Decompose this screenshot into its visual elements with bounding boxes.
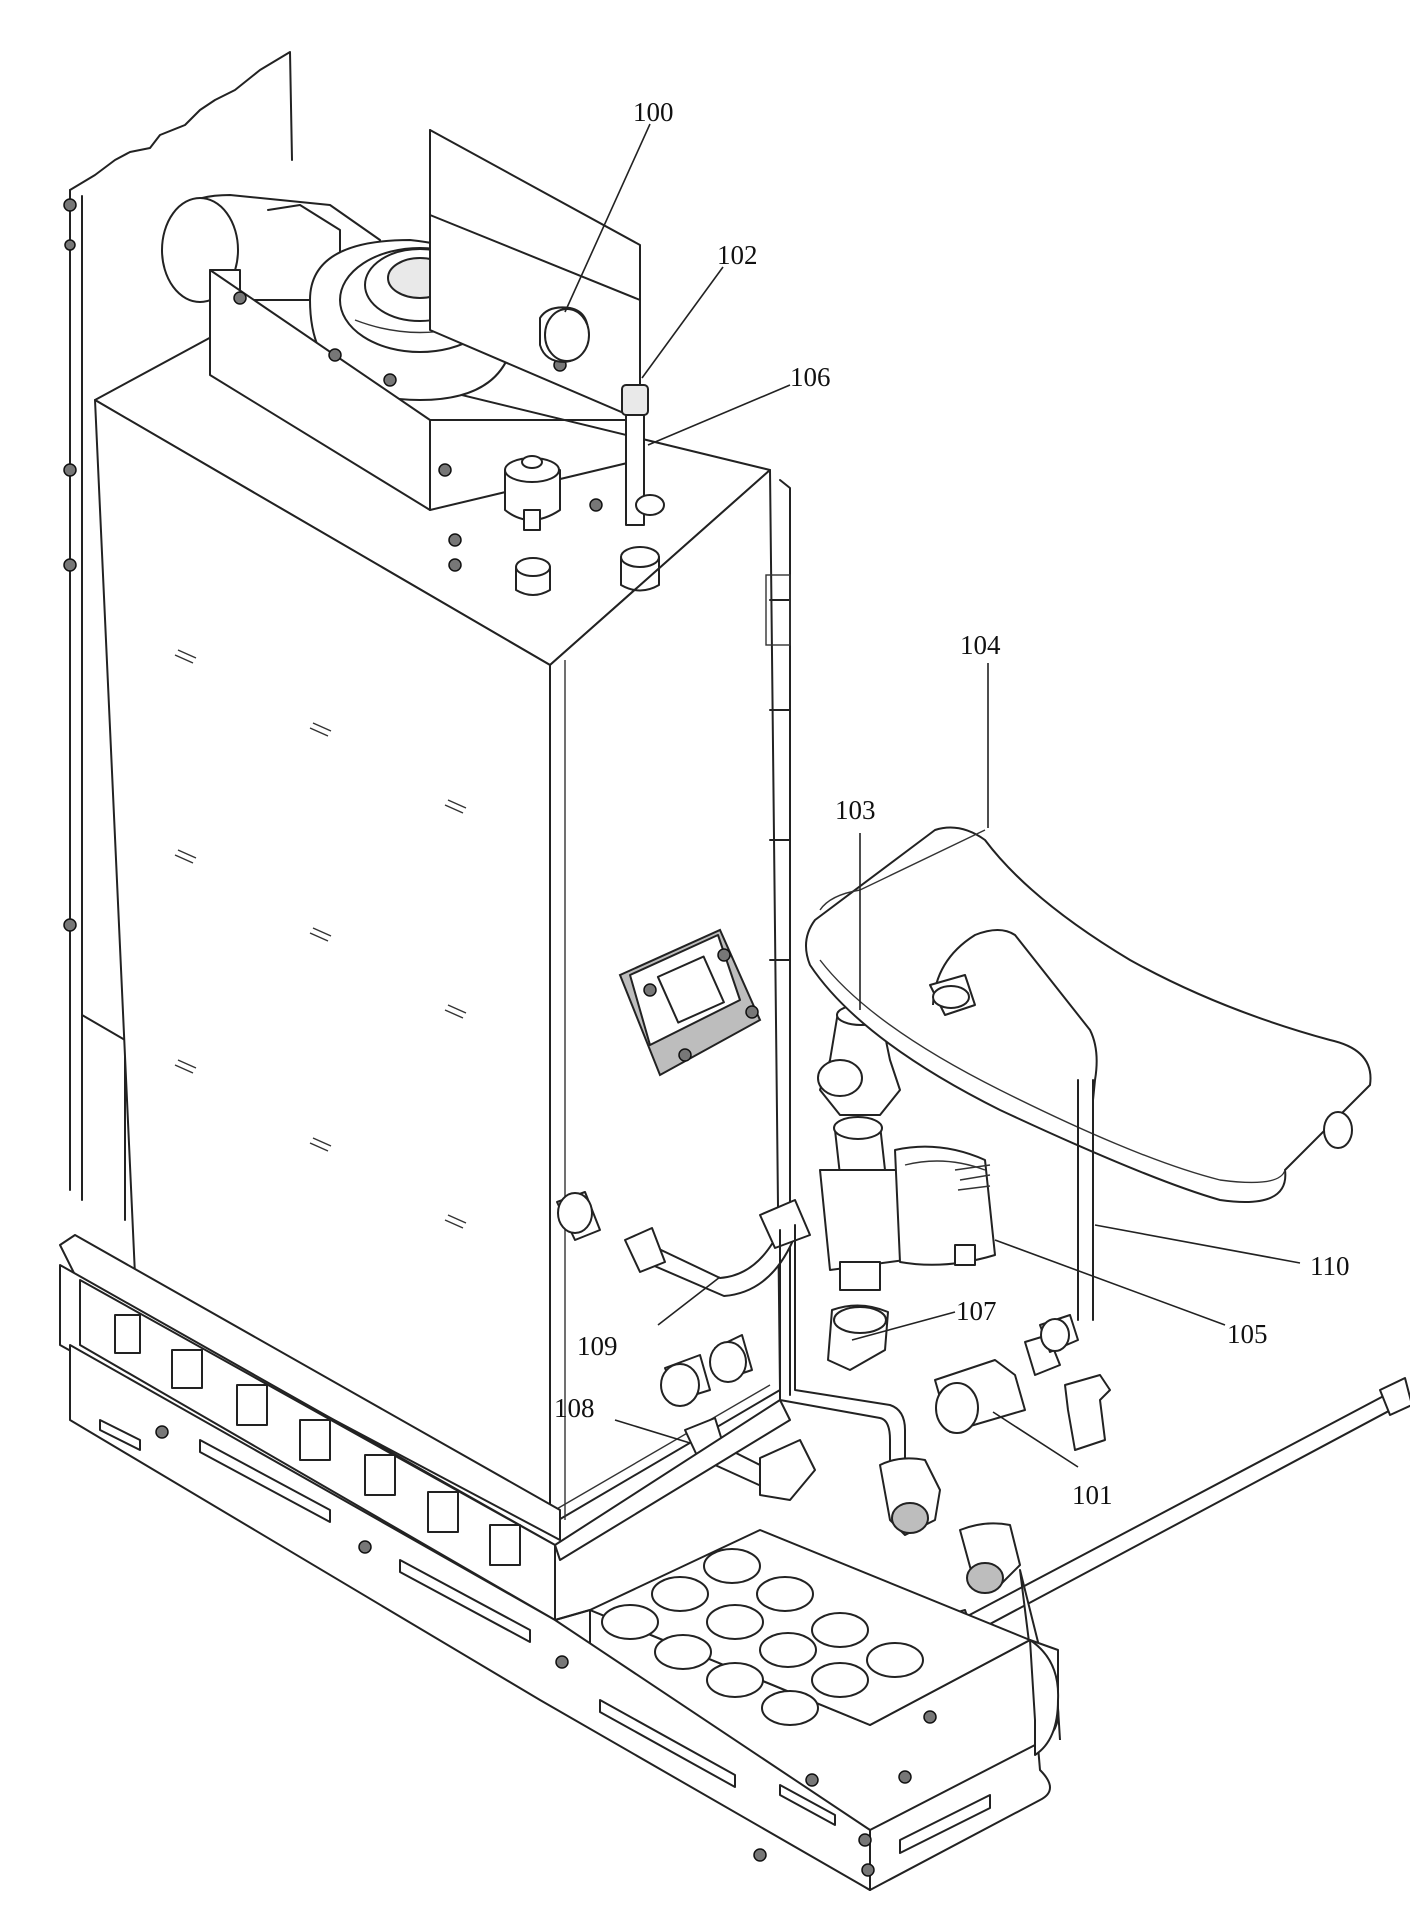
callout-103: 103 — [835, 795, 876, 825]
leader-107 — [851, 1311, 956, 1341]
callout-101: 101 — [1072, 1480, 1113, 1510]
fan-assembly — [161, 194, 641, 572]
part-106-air-vent — [504, 455, 561, 531]
callout-104: 104 — [960, 630, 1001, 660]
callout-106: 106 — [790, 362, 831, 392]
part-100-sensor — [539, 306, 590, 363]
leader-110 — [1094, 1224, 1301, 1264]
callout-105: 105 — [1227, 1319, 1268, 1349]
part-109-pipe — [624, 1199, 811, 1297]
leader-lines — [564, 123, 1301, 1468]
pipes — [779, 1079, 1410, 1641]
callout-108: 108 — [554, 1393, 595, 1423]
part-110-connectors — [1039, 1314, 1111, 1451]
part-101-union — [934, 1334, 1061, 1434]
side-rail — [765, 479, 791, 1396]
leader-100 — [564, 123, 651, 313]
base-tray — [59, 1234, 1061, 1891]
callout-102: 102 — [717, 240, 758, 270]
control-box — [618, 928, 762, 1077]
callout-100: 100 — [633, 97, 674, 127]
callout-labels: 100 101 102 103 104 105 106 107 108 109 … — [554, 97, 1350, 1510]
frame-bolts — [63, 198, 82, 1295]
callout-107: 107 — [956, 1296, 997, 1326]
callout-109: 109 — [577, 1331, 618, 1361]
part-102-probe — [621, 384, 665, 526]
leader-105 — [994, 1239, 1226, 1326]
leader-102 — [641, 266, 724, 379]
part-104-expansion-vessel — [805, 826, 1372, 1203]
leader-101 — [992, 1411, 1079, 1468]
leader-109 — [657, 1276, 721, 1326]
rear-frame — [69, 51, 641, 1221]
leader-106 — [647, 384, 791, 446]
callout-110: 110 — [1310, 1251, 1350, 1281]
side-ports — [556, 1191, 753, 1407]
top-ports — [515, 546, 660, 596]
part-105-pump — [819, 1116, 996, 1291]
leader-108 — [614, 1419, 691, 1444]
